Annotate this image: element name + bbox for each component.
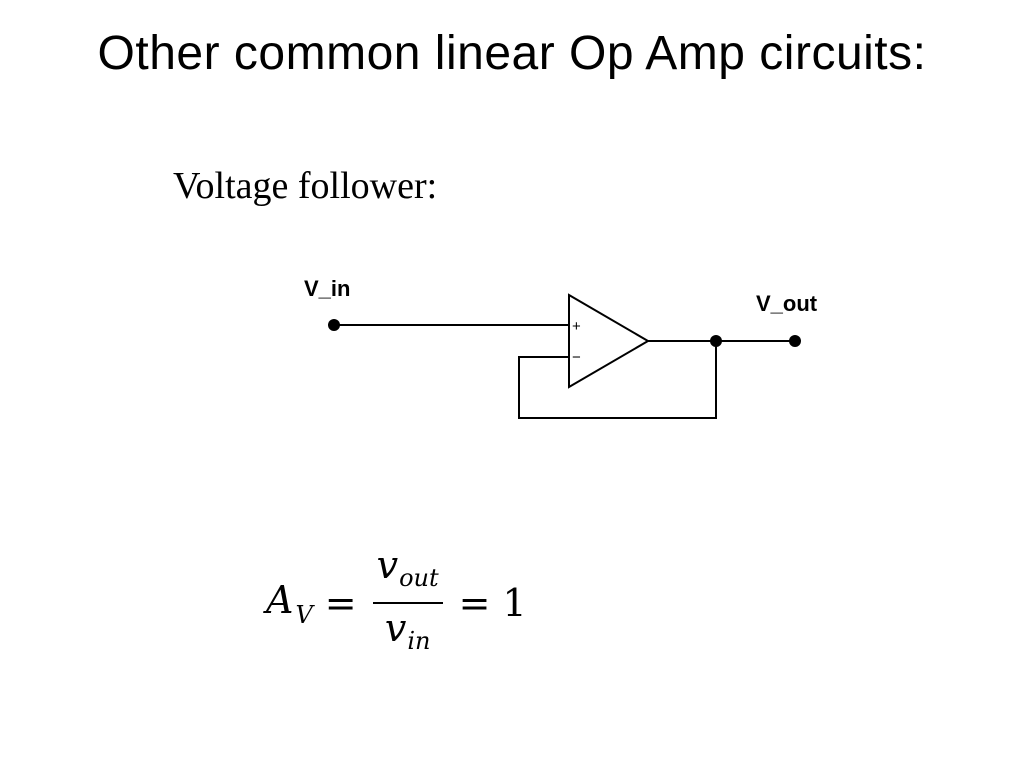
slide-title: Other common linear Op Amp circuits: [97, 27, 927, 80]
fraction-denominator: vin [381, 606, 435, 663]
gain-equation: AV = vout vin = 1 [266, 543, 527, 658]
gain-fraction: vout vin [372, 543, 443, 663]
numerator-base: v [376, 543, 399, 587]
denominator-subscript: in [407, 627, 431, 655]
gain-base: A [266, 577, 294, 622]
input-terminal-label: V_in [304, 276, 350, 301]
gain-subscript: V [295, 600, 313, 629]
circuit-subtitle: Voltage follower: [173, 165, 438, 207]
numerator-subscript: out [399, 564, 439, 592]
fraction-bar [372, 602, 443, 604]
feedback-wire [518, 341, 717, 419]
non-inverting-sign: + [572, 318, 581, 335]
equals-sign: = [324, 581, 357, 625]
equals-sign-2: = [458, 581, 491, 625]
op-amp-symbol [568, 293, 650, 389]
gain-value: 1 [502, 581, 527, 625]
fraction-numerator: vout [373, 543, 443, 600]
output-terminal-label: V_out [756, 291, 818, 316]
voltage-gain-symbol: AV [266, 578, 313, 629]
inverting-sign: − [572, 349, 581, 366]
output-terminal-dot [789, 335, 801, 347]
denominator-base: v [384, 606, 407, 650]
